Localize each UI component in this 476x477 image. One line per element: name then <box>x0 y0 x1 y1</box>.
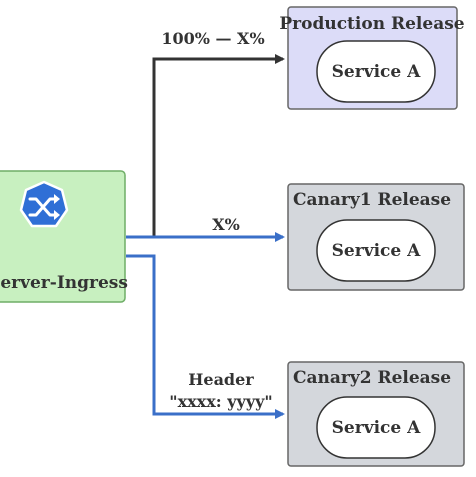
route-label-canary2-value: "xxxx: yyyy" <box>169 392 273 411</box>
ingress-label: Server-Ingress <box>0 273 128 293</box>
release-production: Production Release Service A <box>279 6 465 110</box>
service-pill <box>316 396 436 459</box>
release-title: Canary1 Release <box>293 190 451 210</box>
route-edge-production <box>126 54 285 239</box>
service-label: Service A <box>332 62 421 82</box>
release-title: Production Release <box>279 14 464 34</box>
release-canary2: Canary2 Release Service A <box>287 361 465 467</box>
release-canary1: Canary1 Release Service A <box>287 183 465 291</box>
route-label-canary1: X% <box>212 215 240 234</box>
ingress-node: Server-Ingress <box>0 170 128 303</box>
service-pill <box>316 219 436 282</box>
service-label: Service A <box>332 241 421 261</box>
shuffle-icon <box>19 180 69 228</box>
release-title: Canary2 Release <box>293 368 451 388</box>
route-label-production: 100% — X% <box>161 29 264 48</box>
service-label: Service A <box>332 418 421 438</box>
route-edge-canary2 <box>126 254 285 419</box>
service-pill <box>316 40 436 103</box>
route-label-canary2-header: Header <box>188 370 254 389</box>
